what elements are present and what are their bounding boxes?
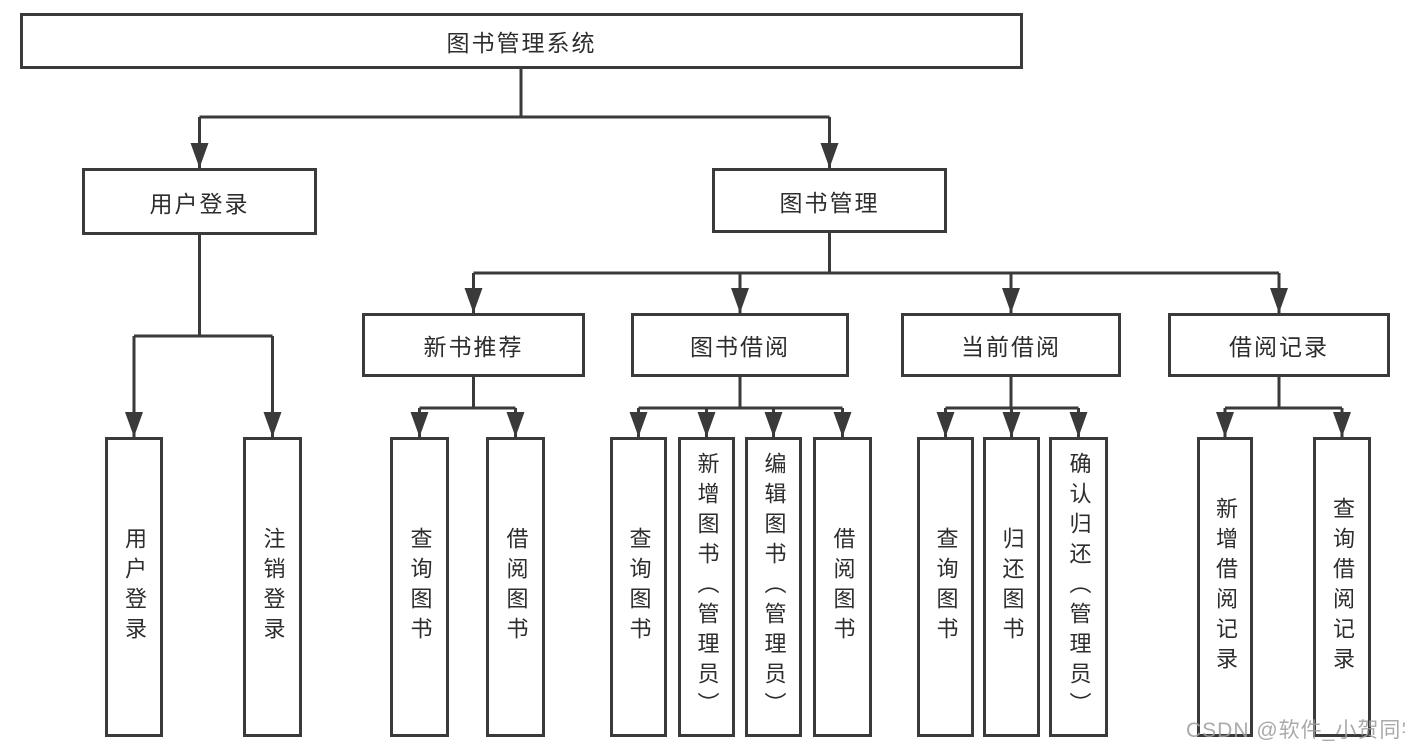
leaf-br-query-record-label: 查询借阅记录 <box>1330 497 1355 677</box>
arrowhead <box>697 412 716 437</box>
node-borrow-records: 借阅记录 <box>1168 313 1390 377</box>
arrowhead <box>410 412 429 437</box>
leaf-bb-add-books-label: 新增图书（管理员） <box>694 452 720 722</box>
arrowhead <box>764 412 783 437</box>
connector-user-login <box>132 235 274 437</box>
leaf-cb-confirm-return-label: 确认归还（管理员） <box>1066 452 1092 722</box>
arrowhead <box>506 412 525 437</box>
node-root: 图书管理系统 <box>20 13 1023 69</box>
leaf-nbr-borrow-books-label: 借阅图书 <box>503 527 529 647</box>
leaf-cb-query-books: 查询图书 <box>917 437 974 737</box>
arrowheads <box>125 143 1351 437</box>
arrowhead <box>731 288 749 313</box>
arrowhead <box>464 288 483 313</box>
leaf-cb-return-books-label: 归还图书 <box>999 527 1025 647</box>
arrowhead <box>1069 412 1088 437</box>
arrowhead <box>1216 412 1234 437</box>
leaf-cb-query-books-label: 查询图书 <box>933 527 959 647</box>
arrowhead <box>629 412 648 437</box>
leaf-bb-query-books: 查询图书 <box>610 437 667 737</box>
leaf-bb-borrow-books: 借阅图书 <box>813 437 872 737</box>
node-book-mgmt: 图书管理 <box>712 168 947 233</box>
node-borrow-records-label: 借阅记录 <box>1229 334 1329 360</box>
node-user-login: 用户登录 <box>82 168 317 235</box>
node-current-borrow-label: 当前借阅 <box>961 334 1061 360</box>
node-book-borrow: 图书借阅 <box>631 313 849 377</box>
arrowhead <box>190 143 209 168</box>
node-book-mgmt-label: 图书管理 <box>779 189 880 216</box>
node-new-book-rec: 新书推荐 <box>362 313 585 377</box>
arrowhead <box>263 412 282 437</box>
connector-book-mgmt <box>472 233 1281 313</box>
arrowhead <box>820 143 839 168</box>
connector-borrow-records <box>1223 377 1344 437</box>
leaf-logout: 注销登录 <box>243 437 302 737</box>
leaf-bb-query-books-label: 查询图书 <box>626 527 652 647</box>
connector-new-book <box>418 377 517 437</box>
leaf-nbr-query-books-label: 查询图书 <box>407 527 433 647</box>
arrowhead <box>125 412 143 437</box>
leaf-nbr-query-books: 查询图书 <box>390 437 449 737</box>
arrowhead <box>1270 288 1288 313</box>
leaf-user-login: 用户登录 <box>105 437 163 737</box>
leaf-user-login-label: 用户登录 <box>122 527 147 647</box>
node-user-login-label: 用户登录 <box>149 190 250 217</box>
leaf-cb-confirm-return: 确认归还（管理员） <box>1049 437 1108 737</box>
connector-book-borrow <box>637 377 844 437</box>
leaf-br-query-record: 查询借阅记录 <box>1313 437 1371 737</box>
watermark: CSDN @软件_小贺同学 <box>1186 719 1405 742</box>
leaf-logout-label: 注销登录 <box>260 527 286 647</box>
leaf-bb-edit-books-label: 编辑图书（管理员） <box>761 452 787 722</box>
arrowhead <box>1333 412 1351 437</box>
connector-root <box>198 69 831 168</box>
node-current-borrow: 当前借阅 <box>901 313 1121 377</box>
node-new-book-rec-label: 新书推荐 <box>423 334 524 360</box>
leaf-bb-add-books: 新增图书（管理员） <box>678 437 735 737</box>
node-root-label: 图书管理系统 <box>446 30 597 56</box>
leaf-bb-edit-books: 编辑图书（管理员） <box>745 437 802 737</box>
leaf-br-add-record-label: 新增借阅记录 <box>1213 497 1238 677</box>
arrowhead <box>1002 412 1021 437</box>
leaf-br-add-record: 新增借阅记录 <box>1197 437 1253 737</box>
leaf-bb-borrow-books-label: 借阅图书 <box>830 527 856 647</box>
node-book-borrow-label: 图书借阅 <box>690 334 790 360</box>
arrowhead <box>936 412 955 437</box>
leaf-cb-return-books: 归还图书 <box>983 437 1040 737</box>
arrowhead <box>833 412 852 437</box>
leaf-nbr-borrow-books: 借阅图书 <box>486 437 545 737</box>
arrowhead <box>1002 288 1020 313</box>
